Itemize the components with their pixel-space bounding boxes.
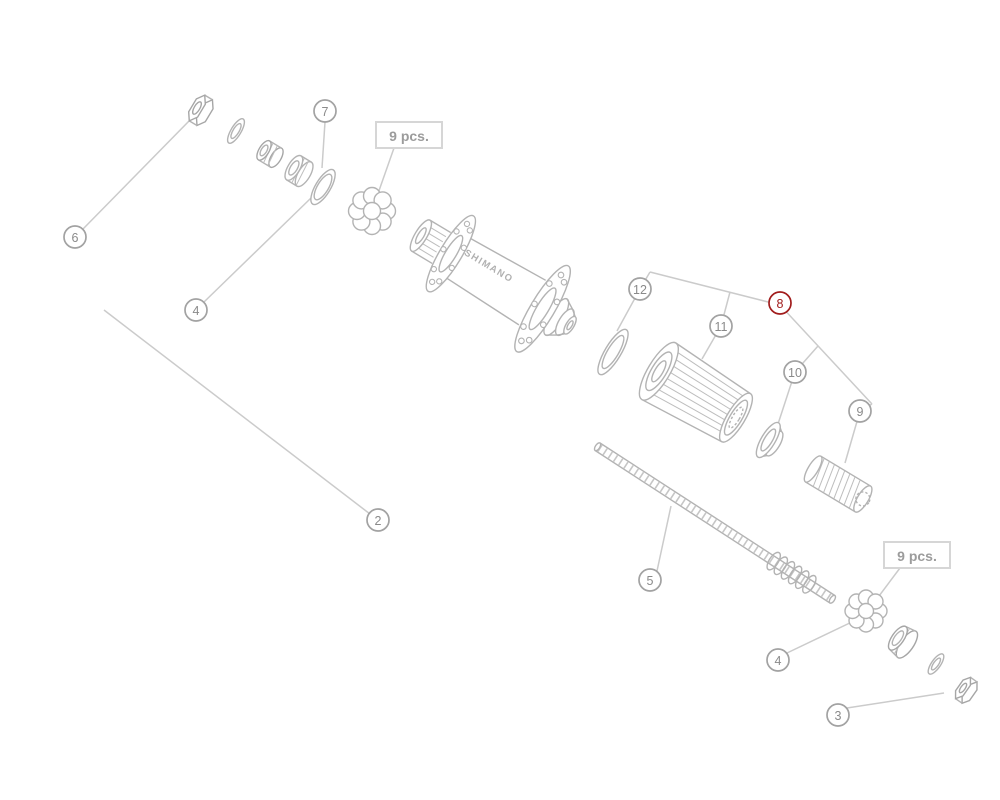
qty-label-top-text: 9 pcs. <box>389 128 429 144</box>
callout-3: 3 <box>826 703 850 727</box>
rear-washer <box>927 653 945 675</box>
callout-5: 5 <box>638 568 662 592</box>
front-cone-seal <box>284 154 314 188</box>
leader-line-4-right <box>786 619 857 654</box>
rear-dust-cap <box>887 625 919 659</box>
leader-line-2 <box>103 309 371 515</box>
front-axle-nut <box>187 94 214 127</box>
leader-line-6 <box>82 118 192 230</box>
callout-12: 12 <box>628 277 652 301</box>
hub-body: SHIMANO <box>409 214 577 353</box>
front-washer <box>226 118 246 144</box>
leader-line-7 <box>321 121 326 169</box>
leader-line-5 <box>656 505 672 572</box>
ball-bearing-cluster-bottom <box>844 589 888 633</box>
cone-washer-10 <box>755 421 784 459</box>
callout-6: 6 <box>63 225 87 249</box>
fixing-bolt-9 <box>803 455 873 513</box>
svg-text:6: 6 <box>72 231 79 245</box>
front-seal-ring <box>310 168 336 206</box>
svg-text:10: 10 <box>788 366 802 380</box>
axle-spring <box>766 551 817 594</box>
shimano-logo-text: SHIMANO <box>462 247 515 285</box>
svg-text:2: 2 <box>375 514 382 528</box>
svg-text:4: 4 <box>775 654 782 668</box>
callout-4-left: 4 <box>184 298 208 322</box>
svg-text:7: 7 <box>322 105 329 119</box>
callout-11: 11 <box>709 314 733 338</box>
qty-label-bottom: 9 pcs. <box>883 541 951 569</box>
hub-right-flange <box>514 264 572 353</box>
ball-bearing-cluster-top <box>347 186 397 236</box>
qty-label-top: 9 pcs. <box>375 121 443 149</box>
svg-text:8: 8 <box>777 297 784 311</box>
svg-text:9: 9 <box>857 405 864 419</box>
svg-text:11: 11 <box>715 320 728 334</box>
leader-lines <box>82 118 945 709</box>
callout-2: 2 <box>366 508 390 532</box>
callout-7: 7 <box>313 99 337 123</box>
leader-line-10 <box>777 345 819 425</box>
svg-text:5: 5 <box>647 574 654 588</box>
rear-axle-nut <box>954 676 978 705</box>
svg-text:12: 12 <box>633 283 647 297</box>
callout-4-right: 4 <box>766 648 790 672</box>
qty-label-bottom-text: 9 pcs. <box>897 548 937 564</box>
callout-10: 10 <box>783 360 807 384</box>
leader-line-3 <box>846 692 945 709</box>
seal-ring-12 <box>597 328 629 376</box>
leader-line-4-left <box>203 197 312 303</box>
svg-text:3: 3 <box>835 709 842 723</box>
hub-left-collar <box>409 219 452 265</box>
quick-release-axle-rod <box>593 442 837 604</box>
freehub-body <box>638 341 754 443</box>
callout-8-highlighted: 8 <box>768 291 792 315</box>
hub-left-flange <box>425 214 477 293</box>
svg-text:4: 4 <box>193 304 200 318</box>
callout-9: 9 <box>848 399 872 423</box>
hub-drive-splines <box>543 297 577 337</box>
front-locknut <box>256 139 284 169</box>
